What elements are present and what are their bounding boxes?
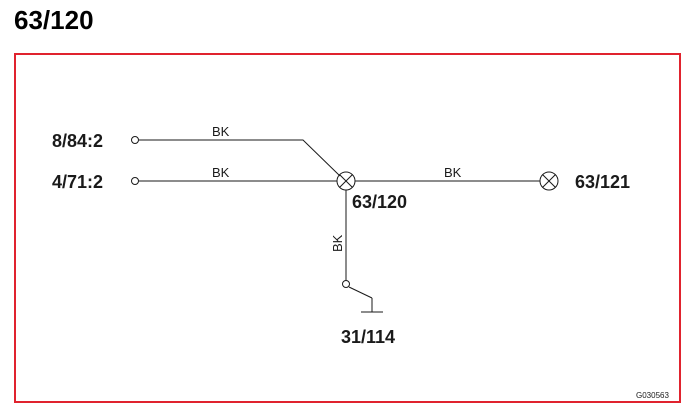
splice-center-icon [336,171,356,191]
page-title: 63/120 [14,5,94,35]
wire-top [139,139,341,177]
terminal-ground [342,280,350,288]
wire-label-top: BK [212,124,230,139]
label-splice-center: 63/120 [352,192,407,212]
wire-label-right: BK [444,165,462,180]
ground-icon [348,286,383,313]
splice-right-icon [539,171,559,191]
label-splice-right: 63/121 [575,172,630,192]
label-8-84-2: 8/84:2 [52,131,103,151]
terminal-4-71-2 [131,177,139,185]
label-ground: 31/114 [341,327,395,347]
reference-code: G030563 [636,391,669,400]
wire-label-bottom: BK [212,165,230,180]
label-4-71-2: 4/71:2 [52,172,103,192]
terminal-8-84-2 [131,136,139,144]
wire-label-vertical: BK [330,234,345,252]
diagram-frame [14,53,681,403]
